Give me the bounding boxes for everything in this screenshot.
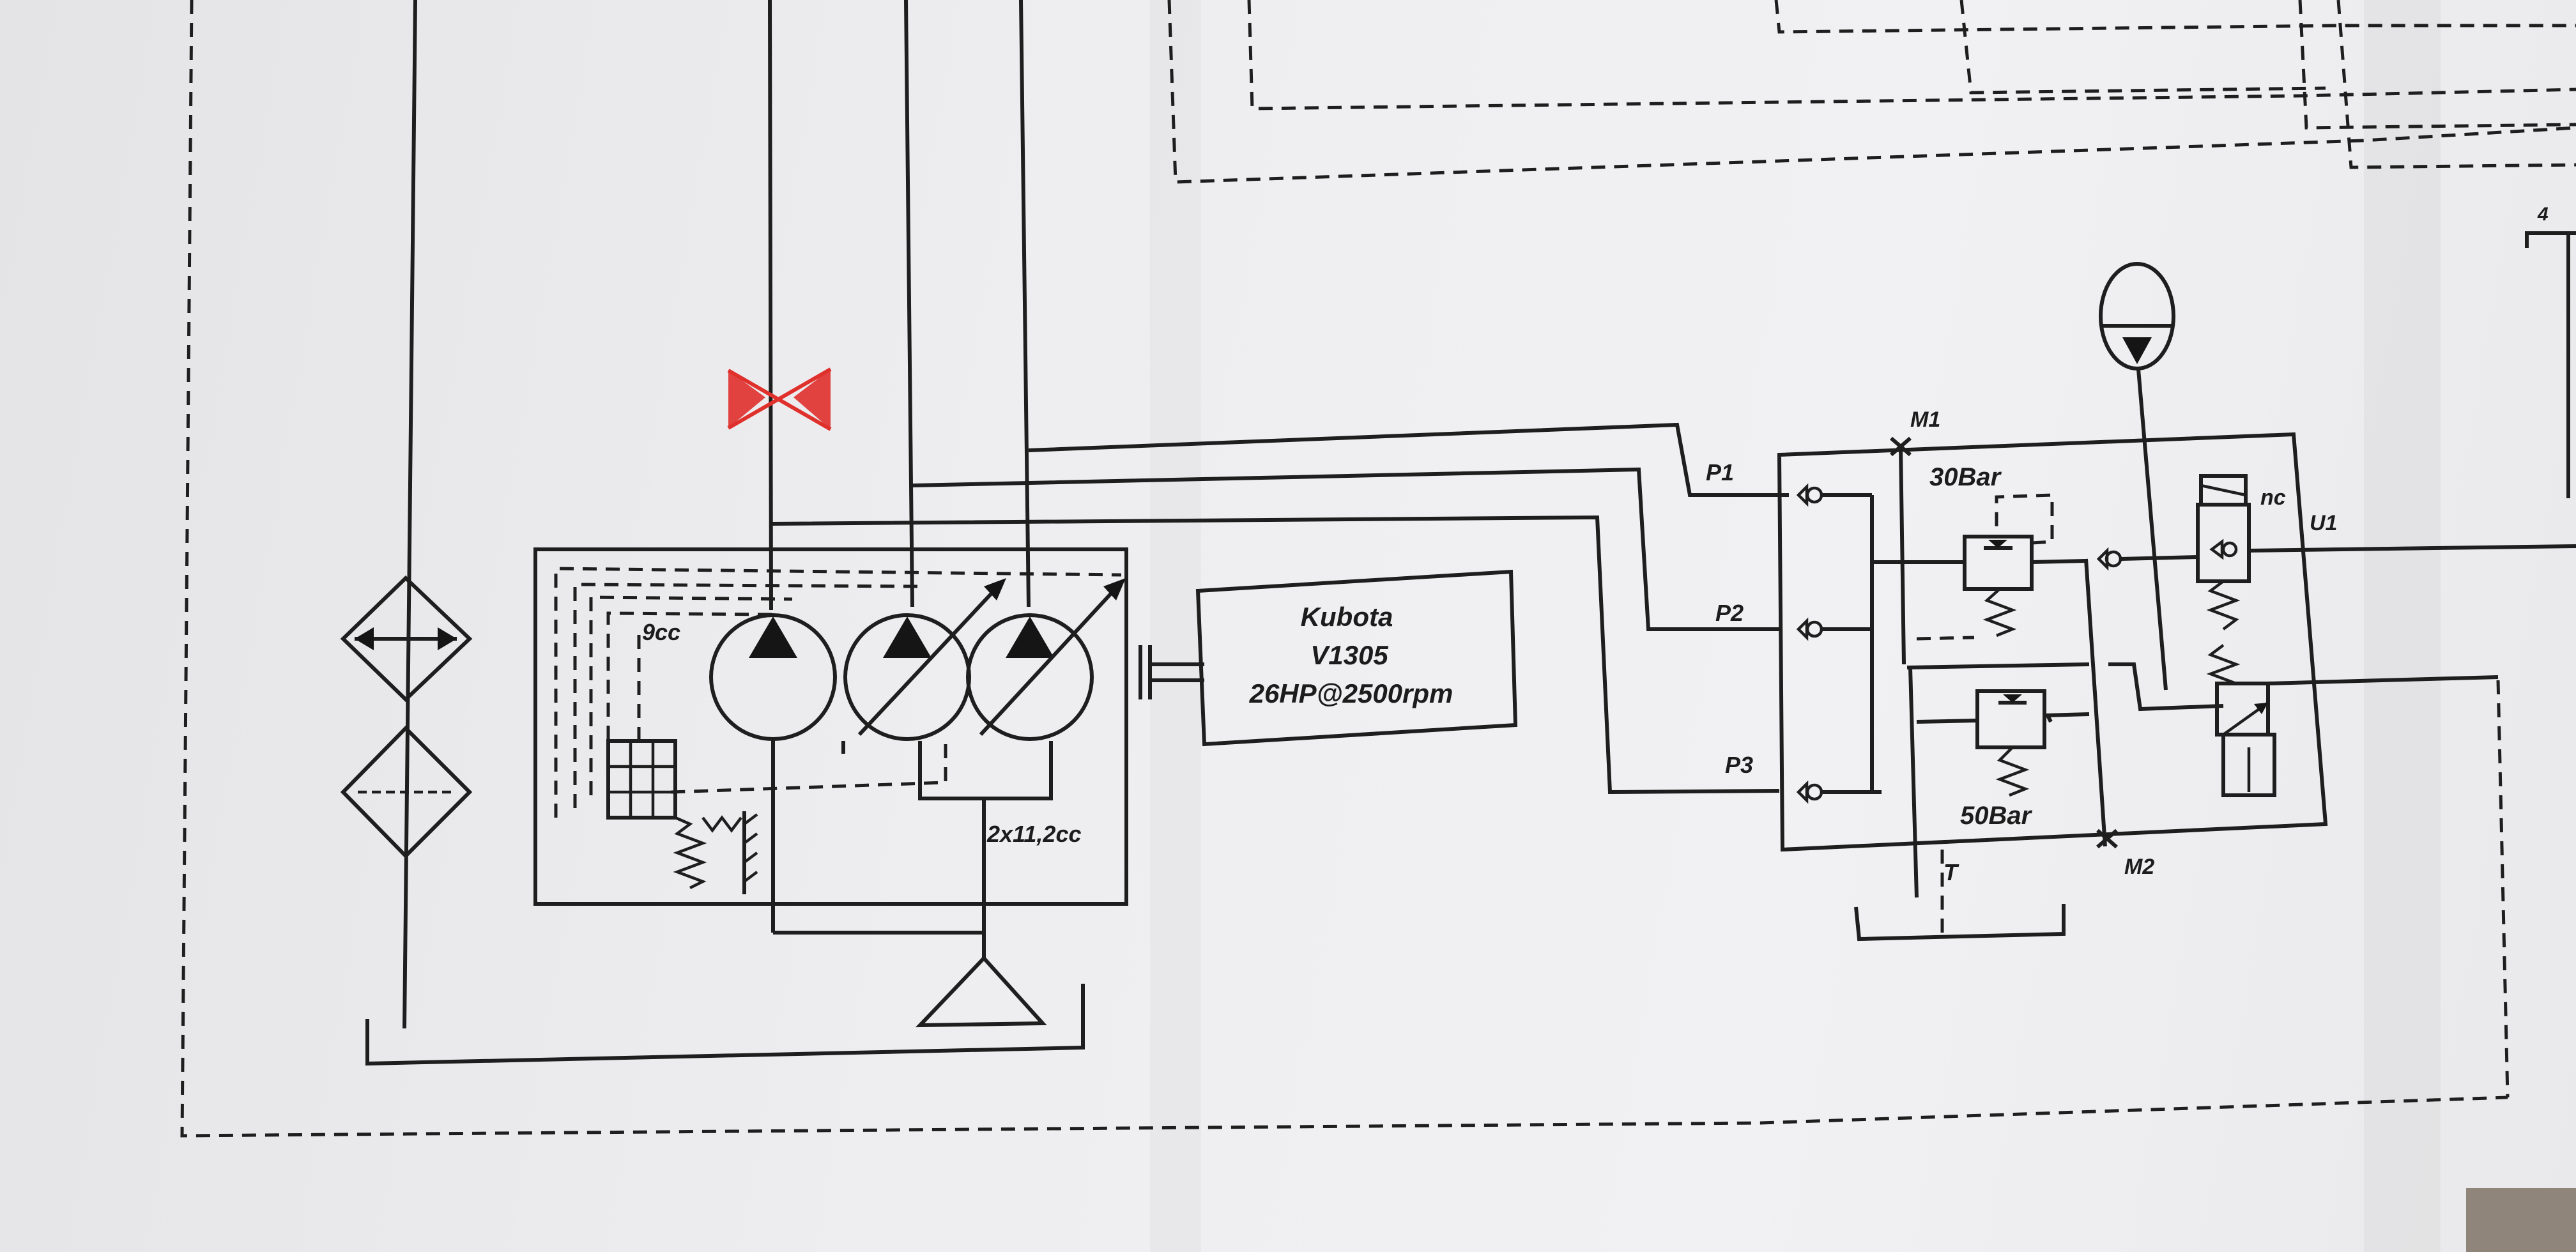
corner-number: 4 xyxy=(2537,204,2549,225)
paper-fold-shadow xyxy=(2364,0,2441,1252)
engine-brand: Kubota xyxy=(1301,602,1393,632)
valve-state-label: nc xyxy=(2260,485,2286,510)
test-point-m2-icon xyxy=(2096,828,2118,849)
pump-pair-label: 2x11,2cc xyxy=(986,821,1081,847)
test-point-m1-icon xyxy=(1890,436,1912,457)
relief-valve-50bar-icon xyxy=(1916,689,2090,797)
relief-valve-50bar-label: 50Bar xyxy=(1960,802,2033,830)
pump-feed-lines xyxy=(768,0,1780,795)
directional-valve-icon xyxy=(2206,644,2510,1098)
tank-icon xyxy=(915,955,1047,1028)
right-frame xyxy=(2525,231,2576,248)
port-p2-label: P2 xyxy=(1715,600,1744,626)
paper-fold-shadow xyxy=(1150,0,1201,1252)
outer-dashed-enclosure xyxy=(180,0,2576,1138)
check-valve-icon xyxy=(1796,617,1872,641)
port-u1-label: U1 xyxy=(2310,511,2337,535)
check-valve-icon xyxy=(1796,780,1882,804)
compensator-valve-icon xyxy=(606,739,677,820)
pump-suction-lines xyxy=(773,741,1053,958)
spring-icon xyxy=(673,811,758,894)
pump-assembly-box xyxy=(533,547,1128,906)
tank-bracket xyxy=(1854,850,2066,942)
relief-valve-30bar-icon xyxy=(1916,493,2087,641)
filter-icon xyxy=(340,725,473,859)
pump-small-label: 9cc xyxy=(642,619,680,645)
port-m2-label: M2 xyxy=(2124,855,2154,879)
relief-valve-30bar-label: 30Bar xyxy=(1929,463,2002,491)
table-edge xyxy=(2466,1188,2576,1252)
accumulator-icon xyxy=(2099,262,2175,691)
fixed-pump-icon xyxy=(709,613,837,933)
engine-power: 26HP@2500rpm xyxy=(1249,678,1453,708)
internal-lines xyxy=(1870,447,2224,898)
valve-block xyxy=(1777,432,2328,852)
engine-box xyxy=(1195,569,1518,747)
port-p1-label: P1 xyxy=(1706,459,1734,485)
red-cross-marker xyxy=(727,367,832,431)
port-p3-label: P3 xyxy=(1725,752,1753,778)
u1-dashed-line xyxy=(2325,544,2576,551)
engine-model: V1305 xyxy=(1310,640,1388,670)
shaft-coupling xyxy=(1138,645,1204,699)
oil-cooler-icon xyxy=(340,575,473,703)
port-m1-label: M1 xyxy=(1910,408,1940,432)
check-valve-icon xyxy=(2096,547,2198,571)
port-t-label: T xyxy=(1943,859,1959,885)
variable-pump-icon xyxy=(966,578,1126,741)
check-valve-icon xyxy=(1779,483,1872,507)
